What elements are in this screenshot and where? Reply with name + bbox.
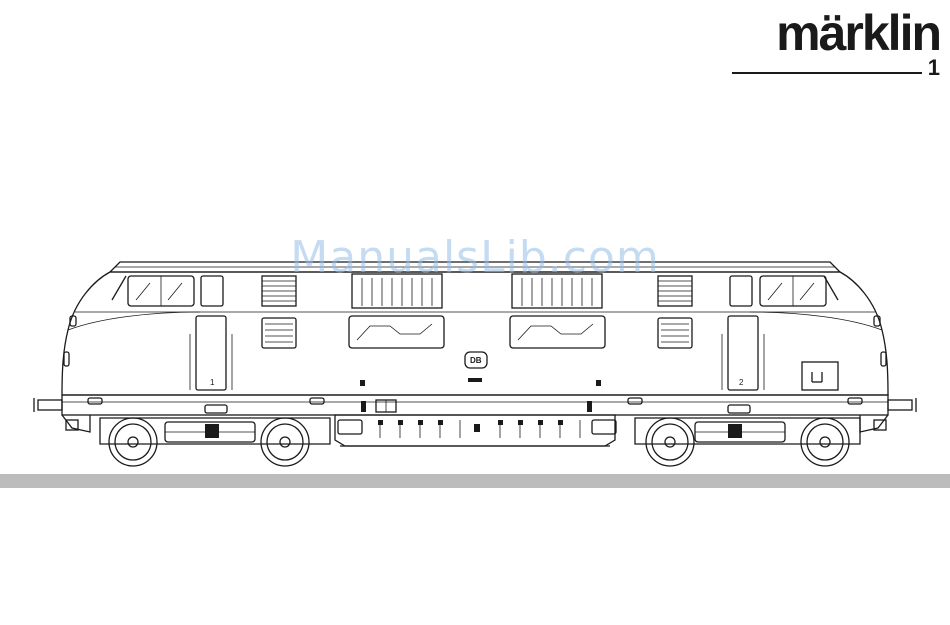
builder-plate: [468, 378, 482, 382]
brand-logo: märklin 1: [732, 6, 942, 76]
side-box: [802, 362, 838, 390]
engine-window-right: [510, 316, 605, 348]
buffer-right: [888, 400, 912, 410]
louvre-lower-1: [262, 318, 296, 348]
locomotive-drawing: 1 2 DB: [0, 240, 950, 475]
cab-side-window-right: [730, 276, 752, 306]
wheel-3: [646, 418, 694, 466]
db-emblem-text: DB: [470, 356, 482, 365]
wheel-4: [801, 418, 849, 466]
cab-side-window-left: [201, 276, 223, 306]
loco-frame: [62, 395, 888, 415]
brand-underline: [732, 72, 922, 74]
wheel-1: [109, 418, 157, 466]
louvre-upper-2: [352, 274, 442, 308]
wheel-2: [261, 418, 309, 466]
front-window-left: [112, 276, 126, 300]
headlight-left: [64, 352, 69, 366]
nose-line-left: [68, 312, 200, 330]
buffer-left: [38, 400, 62, 410]
headlight-right: [881, 352, 886, 366]
nose-line-right: [750, 312, 882, 330]
end-number-1: 1: [210, 378, 215, 387]
end-number-2: 2: [739, 378, 744, 387]
louvre-upper-3: [512, 274, 602, 308]
brand-wordmark: märklin: [776, 6, 940, 60]
engine-window-left: [349, 316, 444, 348]
ground-stripe: [0, 474, 950, 488]
louvre-lower-2: [658, 318, 692, 348]
locomotive-illustration: 1 2 DB: [0, 240, 950, 475]
gauge-number: 1: [928, 56, 940, 80]
